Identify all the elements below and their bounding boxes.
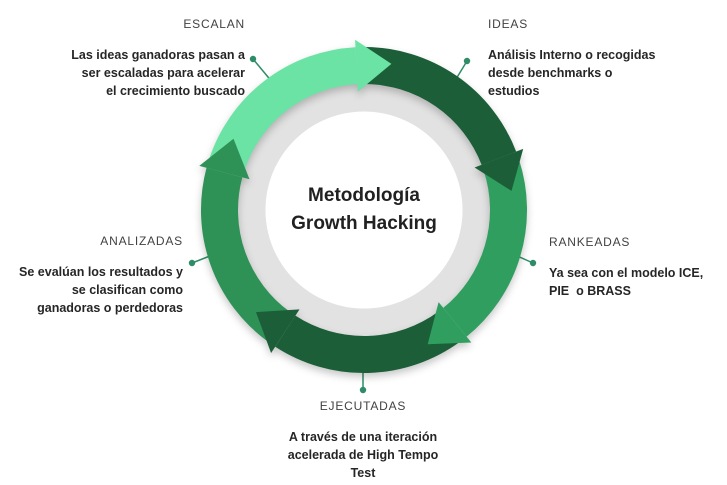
connector-dot-analizadas (188, 259, 196, 267)
stage-block-ejecutadas: EJECUTADAS A través de una iteración ace… (288, 399, 439, 482)
center-title: Metodología Growth Hacking (291, 185, 437, 234)
stage-desc-ejecutadas: A través de una iteración acelerada de H… (287, 430, 439, 480)
arrowhead-rankeadas (427, 302, 472, 345)
gray-ring (236, 82, 492, 338)
connector-dot-escalan (249, 55, 257, 63)
stage-block-escalan: ESCALAN Las ideas ganadoras pasan a ser … (71, 17, 245, 100)
stage-label-escalan: ESCALAN (183, 17, 245, 31)
stage-desc-rankeadas: Ya sea con el modelo ICE, PIE o BRASS (549, 266, 704, 298)
stage-label-rankeadas: RANKEADAS (549, 235, 631, 249)
cycle-arrows (199, 39, 527, 373)
arrowhead-escalan (355, 39, 392, 92)
connector-dot-ejecutadas (359, 386, 367, 394)
stage-desc-analizadas: Se evalúan los resultados y se clasifica… (19, 265, 183, 315)
stage-block-ideas: IDEAS Análisis Interno o recogidas desde… (488, 17, 655, 100)
stage-block-rankeadas: RANKEADAS Ya sea con el modelo ICE, PIE … (549, 235, 703, 300)
arrowhead-analizadas (199, 138, 250, 180)
stage-desc-escalan: Las ideas ganadoras pasan a ser escalada… (71, 48, 245, 98)
connector-dot-ideas (463, 57, 471, 65)
stage-label-ejecutadas: EJECUTADAS (319, 399, 407, 413)
arrowhead-ejecutadas (256, 309, 300, 353)
stage-desc-ideas: Análisis Interno o recogidas desde bench… (488, 48, 656, 98)
arrowhead-ideas (474, 148, 524, 191)
stage-label-ideas: IDEAS (488, 17, 529, 31)
center-circle (265, 111, 463, 309)
stage-block-analizadas: ANALIZADAS Se evalúan los resultados y s… (19, 234, 183, 317)
stage-label-analizadas: ANALIZADAS (100, 234, 183, 248)
connector-dot-rankeadas (529, 259, 537, 267)
